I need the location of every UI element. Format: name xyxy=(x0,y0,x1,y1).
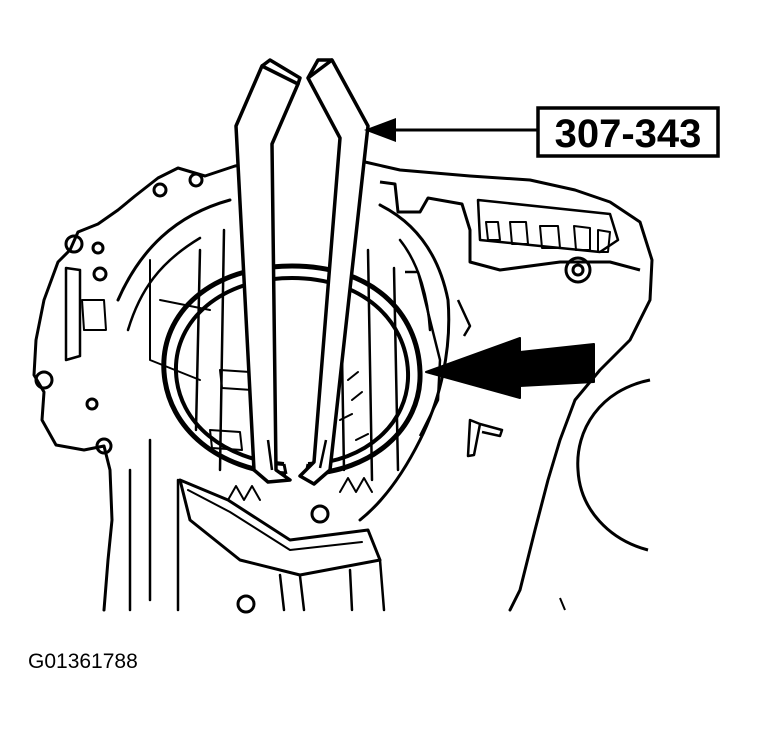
figure-id-label: G01361788 xyxy=(28,650,138,673)
valve-body-housing xyxy=(379,180,651,611)
callout-leader-arrow xyxy=(364,118,538,142)
snap-ring-pliers xyxy=(234,58,370,486)
indicator-arrow xyxy=(425,337,595,399)
tool-callout: 307-343 xyxy=(536,106,720,158)
snap-ring xyxy=(161,263,423,477)
tool-number-label: 307-343 xyxy=(555,112,702,156)
